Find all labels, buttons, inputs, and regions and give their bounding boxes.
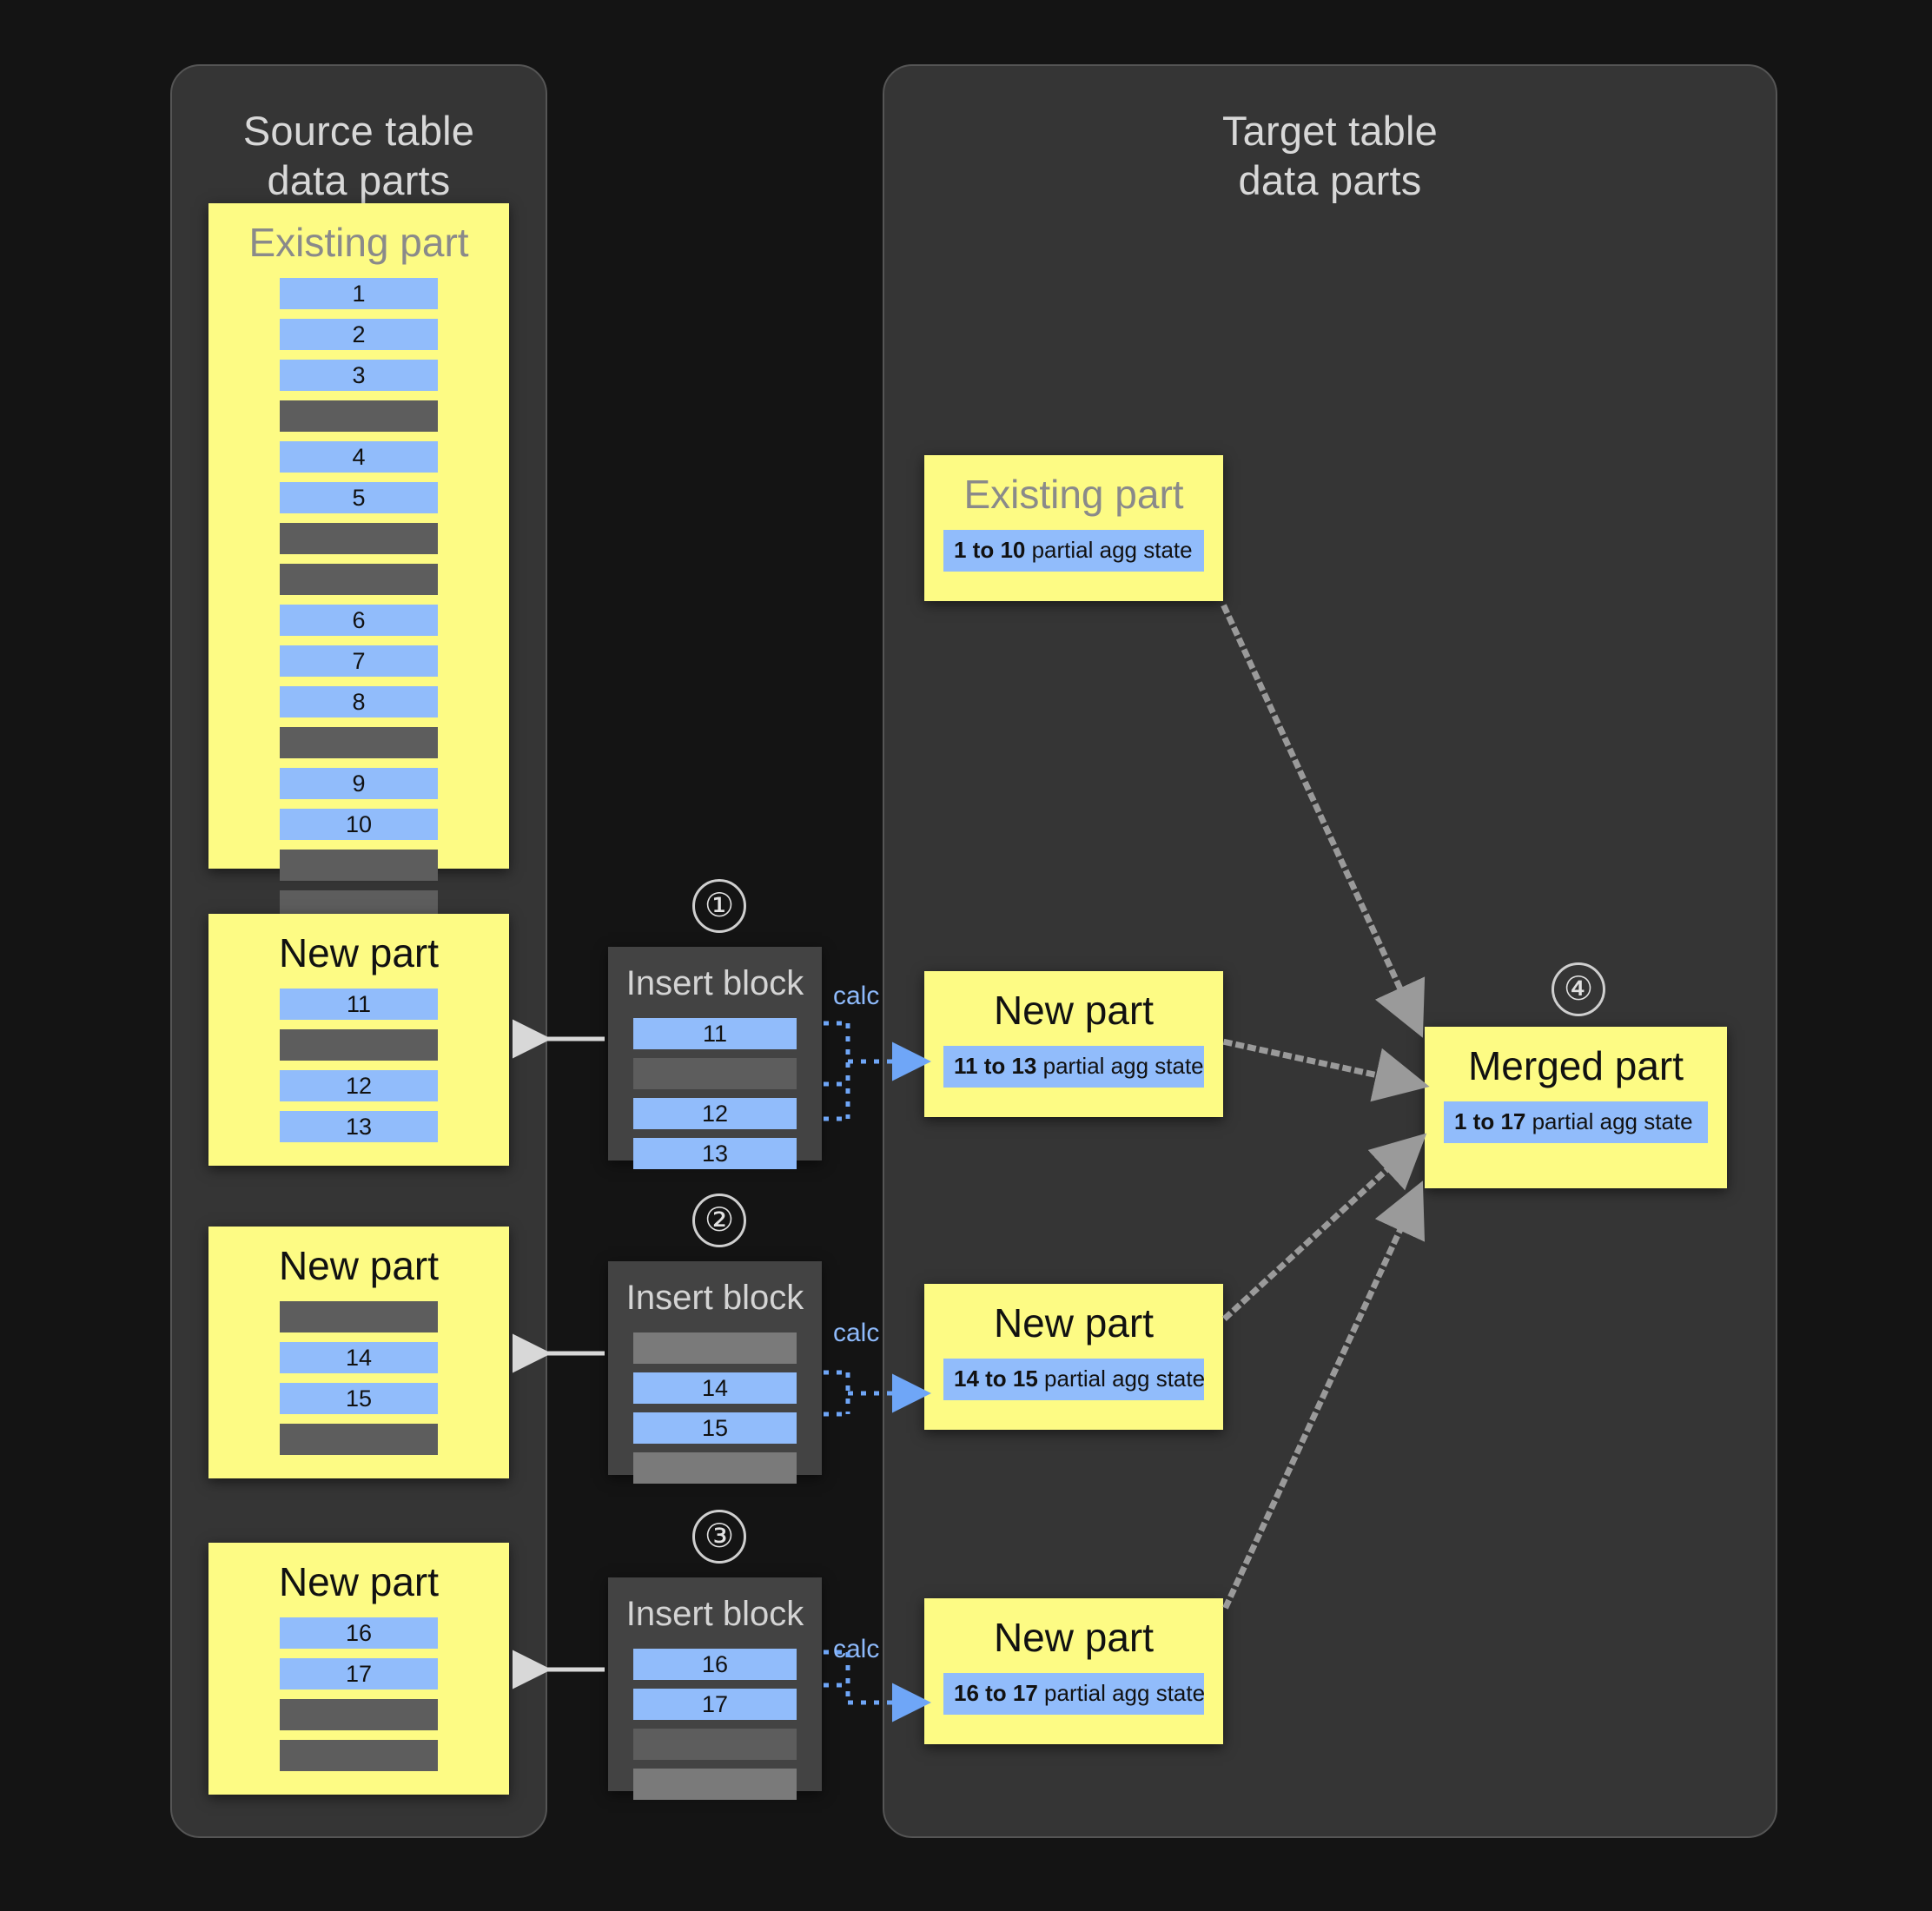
source-new-part-1-rows: 11 12 13 — [208, 989, 509, 1164]
insert-block-3: Insert block 16 17 — [608, 1577, 822, 1800]
source-panel-title: Source table data parts — [242, 108, 475, 204]
new-part-2-row — [280, 1301, 438, 1332]
insert-block-1: Insert block 11 12 13 — [608, 947, 822, 1169]
source-new-part-3-title: New part — [278, 1559, 440, 1604]
new-part-1-row: 12 — [280, 1070, 438, 1101]
merged-part-state: 1 to 17 partial agg state — [1444, 1101, 1708, 1143]
source-existing-part-rows: 1 2 3 4 5 6 7 8 9 10 — [208, 278, 509, 943]
merged-part: Merged part 1 to 17 partial agg state — [1425, 1027, 1727, 1188]
step-marker-4: ④ — [1552, 962, 1605, 1016]
source-new-part-1-title: New part — [278, 930, 440, 975]
target-new-part-3: New part 16 to 17 partial agg state — [924, 1598, 1223, 1744]
state-suffix: partial agg state — [1025, 537, 1193, 563]
source-new-part-1: New part 11 12 13 — [208, 914, 509, 1166]
calc-label-1: calc — [833, 982, 880, 1010]
target-new-part-3-title: New part — [993, 1615, 1155, 1660]
new-part-3-row — [280, 1740, 438, 1771]
insert-block-3-row — [633, 1769, 797, 1800]
state-range: 1 to 10 — [954, 537, 1026, 563]
state-range: 11 to 13 — [954, 1053, 1037, 1079]
existing-part-row: 7 — [280, 645, 438, 677]
insert-block-1-row — [633, 1058, 797, 1089]
insert-block-2-row — [633, 1452, 797, 1484]
existing-part-row: 5 — [280, 482, 438, 513]
target-new-part-2-state: 14 to 15 partial agg state — [943, 1359, 1206, 1400]
existing-part-row — [280, 727, 438, 758]
new-part-1-row: 13 — [280, 1111, 438, 1142]
new-part-3-row: 17 — [280, 1658, 438, 1689]
state-range: 1 to 17 — [1454, 1108, 1526, 1134]
new-part-3-row — [280, 1699, 438, 1730]
insert-block-3-row — [633, 1729, 797, 1760]
target-existing-part-state: 1 to 10 partial agg state — [943, 530, 1204, 572]
existing-part-row: 4 — [280, 441, 438, 473]
target-existing-part: Existing part 1 to 10 partial agg state — [924, 455, 1223, 601]
insert-block-3-row: 17 — [633, 1689, 797, 1720]
insert-block-2-row: 14 — [633, 1372, 797, 1404]
existing-part-row: 1 — [280, 278, 438, 309]
state-suffix: partial agg state — [1037, 1680, 1206, 1706]
target-new-part-2: New part 14 to 15 partial agg state — [924, 1284, 1223, 1430]
insert-block-2-title: Insert block — [625, 1279, 804, 1317]
insert-block-1-rows: 11 12 13 — [608, 1018, 822, 1190]
target-new-part-1: New part 11 to 13 partial agg state — [924, 971, 1223, 1117]
calc-label-3: calc — [833, 1635, 880, 1663]
target-new-part-3-state: 16 to 17 partial agg state — [943, 1673, 1206, 1715]
new-part-1-row: 11 — [280, 989, 438, 1020]
source-new-part-2-title: New part — [278, 1243, 440, 1288]
new-part-1-row — [280, 1029, 438, 1061]
new-part-3-row: 16 — [280, 1617, 438, 1649]
existing-part-row — [280, 850, 438, 881]
state-range: 14 to 15 — [954, 1365, 1038, 1392]
existing-part-row — [280, 523, 438, 554]
insert-block-2-row — [633, 1332, 797, 1364]
target-panel-title: Target table data parts — [1221, 108, 1438, 204]
state-suffix: partial agg state — [1525, 1108, 1693, 1134]
insert-block-3-row: 16 — [633, 1649, 797, 1680]
state-suffix: partial agg state — [1037, 1365, 1206, 1392]
existing-part-row: 8 — [280, 686, 438, 717]
existing-part-row: 6 — [280, 605, 438, 636]
new-part-2-row: 15 — [280, 1383, 438, 1414]
calc-label-2: calc — [833, 1319, 880, 1347]
insert-block-1-row: 13 — [633, 1138, 797, 1169]
source-existing-part-title: Existing part — [248, 220, 469, 265]
target-new-part-2-title: New part — [993, 1300, 1155, 1346]
insert-block-1-row: 12 — [633, 1098, 797, 1129]
existing-part-row: 9 — [280, 768, 438, 799]
target-table-panel: Target table data parts — [883, 64, 1777, 1838]
step-marker-3: ③ — [692, 1510, 746, 1564]
insert-block-2: Insert block 14 15 — [608, 1261, 822, 1484]
target-existing-part-title: Existing part — [963, 472, 1184, 517]
existing-part-row: 2 — [280, 319, 438, 350]
state-range: 16 to 17 — [954, 1680, 1038, 1706]
existing-part-row — [280, 400, 438, 432]
new-part-2-row: 14 — [280, 1342, 438, 1373]
insert-block-1-title: Insert block — [625, 964, 804, 1002]
insert-block-3-title: Insert block — [625, 1595, 804, 1633]
merged-part-title: Merged part — [1467, 1043, 1684, 1088]
state-suffix: partial agg state — [1036, 1053, 1204, 1079]
insert-block-1-row: 11 — [633, 1018, 797, 1049]
step-marker-1: ① — [692, 879, 746, 933]
target-new-part-1-title: New part — [993, 988, 1155, 1033]
target-new-part-1-state: 11 to 13 partial agg state — [943, 1046, 1204, 1088]
step-marker-2: ② — [692, 1194, 746, 1247]
source-existing-part: Existing part 1 2 3 4 5 6 7 8 9 10 — [208, 203, 509, 922]
existing-part-row — [280, 564, 438, 595]
insert-block-2-row: 15 — [633, 1412, 797, 1444]
existing-part-row: 10 — [280, 809, 438, 840]
existing-part-row: 3 — [280, 360, 438, 391]
new-part-2-row — [280, 1424, 438, 1455]
